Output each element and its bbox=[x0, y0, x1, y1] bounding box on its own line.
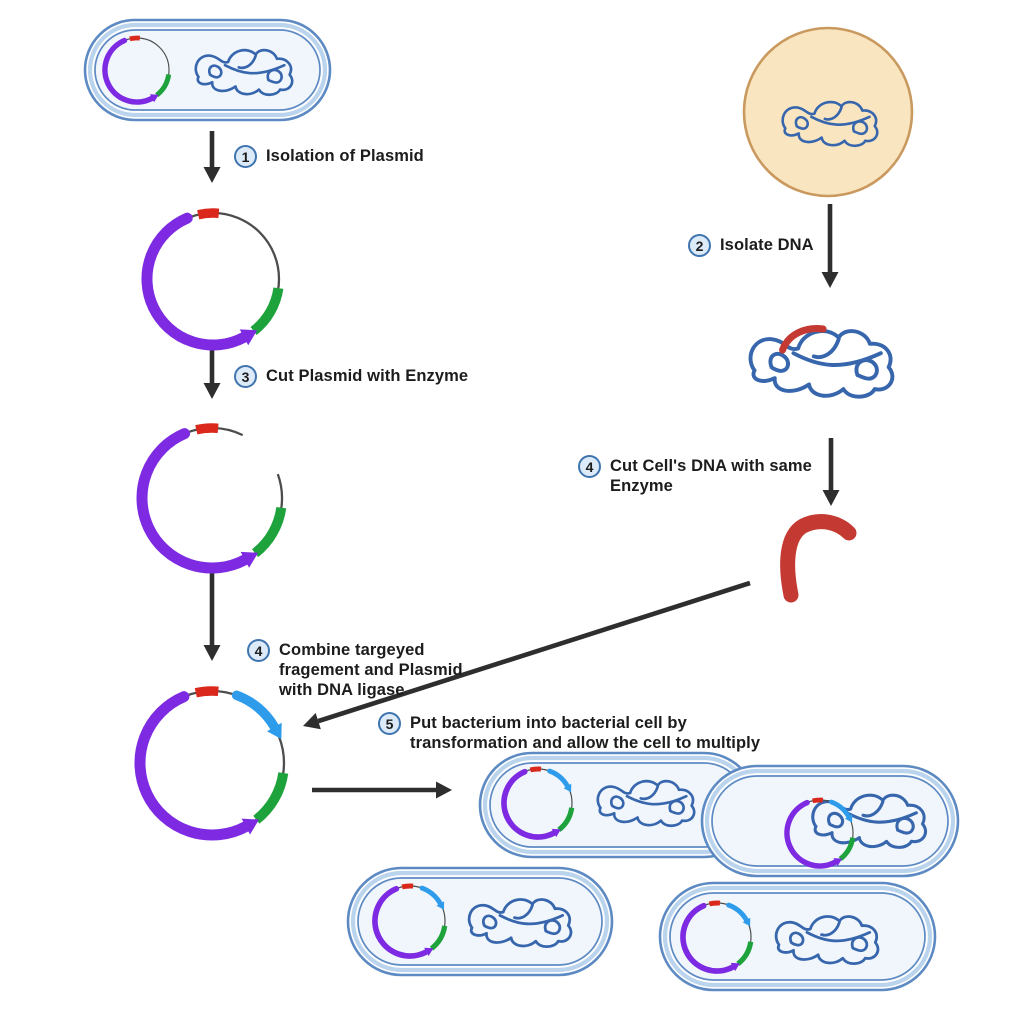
recombinant-bacterium-4-plasmid bbox=[680, 900, 754, 974]
arrow-step3-cut-plasmid bbox=[203, 349, 221, 399]
arrow-step4-combine-down bbox=[203, 572, 221, 661]
donor-bacterium bbox=[83, 18, 332, 122]
step-5-label: Put bacterium into bacterial cell by tra… bbox=[410, 714, 761, 752]
step-4-cut-dna-label: Cut Cell's DNA with same Enzyme bbox=[610, 457, 812, 495]
recombinant-bacterium-2 bbox=[700, 764, 960, 878]
step-4-combine-badge: 4 bbox=[247, 639, 270, 662]
target-gene-red bbox=[779, 325, 827, 354]
plasmid-isolated bbox=[141, 208, 284, 351]
plasmid-cut bbox=[136, 423, 287, 574]
step-1: 1 Isolation of Plasmid bbox=[234, 145, 424, 168]
recombinant-bacterium-3 bbox=[346, 866, 614, 977]
step-4-cut-dna-badge: 4 bbox=[578, 455, 601, 478]
donor-chromosomal-dna bbox=[194, 48, 294, 97]
isolated-dna bbox=[748, 325, 895, 399]
arrow-fragment-to-plasmid bbox=[303, 580, 751, 730]
step-5-badge: 5 bbox=[378, 712, 401, 735]
step-3-label: Cut Plasmid with Enzyme bbox=[266, 367, 469, 385]
dna-fragment-red bbox=[780, 514, 857, 603]
plasmid-recombinant bbox=[134, 686, 289, 841]
step-4-combine: 4 Combine targeyed fragement and Plasmid… bbox=[247, 639, 463, 700]
step-1-label: Isolation of Plasmid bbox=[266, 147, 424, 165]
step-2-label: Isolate DNA bbox=[720, 236, 814, 254]
arrow-step1-isolate-plasmid bbox=[203, 131, 221, 183]
target-cell-dna bbox=[781, 100, 879, 148]
step-5: 5 Put bacterium into bacterial cell by t… bbox=[378, 712, 760, 753]
recombinant-bacterium-3-dna bbox=[467, 898, 573, 949]
step-2: 2 Isolate DNA bbox=[688, 234, 814, 257]
arrow-step4-cut-dna bbox=[822, 438, 840, 506]
recombinant-bacterium-4-membrane bbox=[658, 881, 937, 992]
recombinant-bacterium-2-plasmid bbox=[784, 797, 856, 869]
arrow-step2-isolate-dna bbox=[821, 204, 839, 288]
recombinant-bacterium-4-dna bbox=[774, 915, 880, 966]
step-3: 3 Cut Plasmid with Enzyme bbox=[234, 365, 468, 388]
arrow-step5-transformation bbox=[312, 781, 452, 799]
target-cell bbox=[742, 26, 914, 198]
step-3-badge: 3 bbox=[234, 365, 257, 388]
step-2-badge: 2 bbox=[688, 234, 711, 257]
step-1-badge: 1 bbox=[234, 145, 257, 168]
recombinant-bacterium-1-plasmid bbox=[501, 766, 575, 840]
recombinant-bacterium-3-membrane bbox=[346, 866, 614, 977]
donor-plasmid bbox=[102, 35, 172, 105]
donor-bacterium-membrane bbox=[83, 18, 332, 122]
step-4-combine-label: Combine targeyed fragement and Plasmid w… bbox=[279, 641, 463, 699]
recombinant-bacterium-4 bbox=[658, 881, 937, 992]
recombinant-bacterium-1-dna bbox=[596, 779, 696, 828]
recombinant-bacterium-3-plasmid bbox=[372, 883, 448, 959]
step-4-cut-dna: 4 Cut Cell's DNA with same Enzyme bbox=[578, 455, 812, 496]
